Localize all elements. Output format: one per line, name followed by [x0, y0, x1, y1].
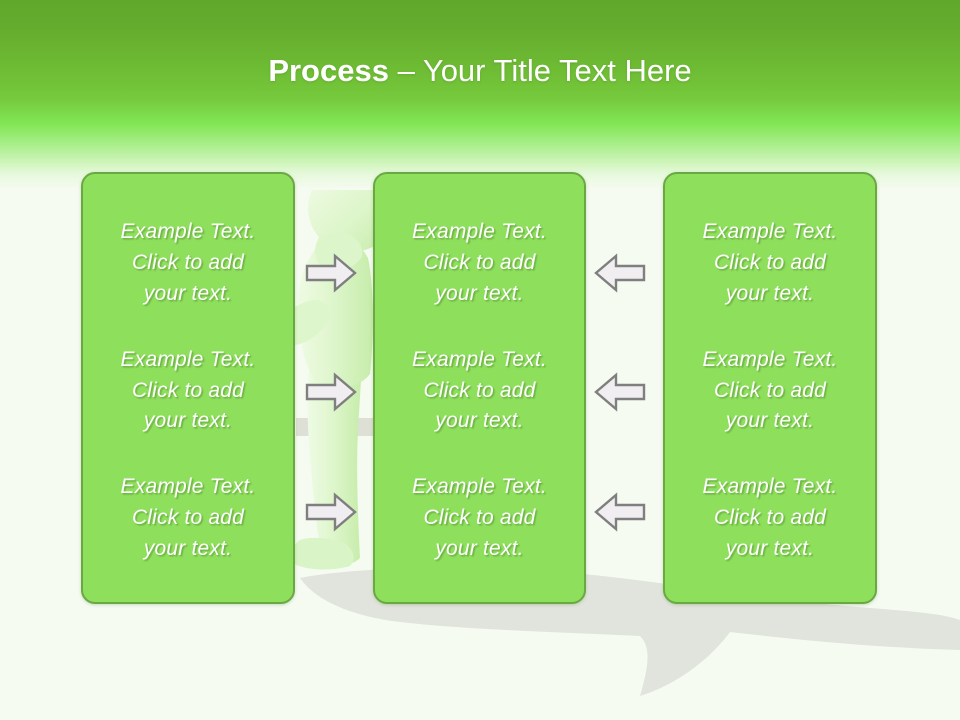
- text-cell-center-1[interactable]: Example Text. Click to add your text.: [412, 220, 547, 306]
- text-cell-left-3[interactable]: Example Text. Click to add your text.: [120, 475, 256, 560]
- title-regular-part: Your Title Text Here: [422, 53, 692, 88]
- arrow-right-icon: [305, 372, 357, 412]
- arrow-left-icon: [594, 372, 646, 412]
- arrow-left-row3[interactable]: [594, 492, 646, 532]
- arrow-left-icon: [594, 253, 646, 293]
- title-bold-part: Process: [268, 53, 389, 88]
- arrow-right-icon: [305, 253, 357, 293]
- column-center-card[interactable]: Example Text. Click to add your text. Ex…: [373, 172, 586, 604]
- text-cell-right-1[interactable]: Example Text. Click to add your text.: [702, 220, 838, 306]
- arrow-left-icon: [594, 492, 646, 532]
- column-right-card[interactable]: Example Text. Click to add your text. Ex…: [663, 172, 877, 604]
- arrow-left-row2[interactable]: [594, 372, 646, 412]
- arrow-right-icon: [305, 492, 357, 532]
- text-cell-left-2[interactable]: Example Text. Click to add your text.: [120, 347, 256, 433]
- text-cell-center-3[interactable]: Example Text. Click to add your text.: [412, 475, 547, 560]
- text-cell-center-2[interactable]: Example Text. Click to add your text.: [412, 347, 547, 433]
- header-gradient-band: [0, 0, 960, 190]
- text-cell-right-3[interactable]: Example Text. Click to add your text.: [702, 475, 838, 560]
- arrow-left-row1[interactable]: [594, 253, 646, 293]
- arrow-right-row3[interactable]: [305, 492, 357, 532]
- text-cell-left-1[interactable]: Example Text. Click to add your text.: [120, 220, 256, 306]
- title-separator: –: [388, 53, 423, 88]
- arrow-right-row2[interactable]: [305, 372, 357, 412]
- column-left-card[interactable]: Example Text. Click to add your text. Ex…: [81, 172, 295, 604]
- page-title: Process – Your Title Text Here: [0, 52, 960, 90]
- text-cell-right-2[interactable]: Example Text. Click to add your text.: [702, 347, 838, 433]
- arrow-right-row1[interactable]: [305, 253, 357, 293]
